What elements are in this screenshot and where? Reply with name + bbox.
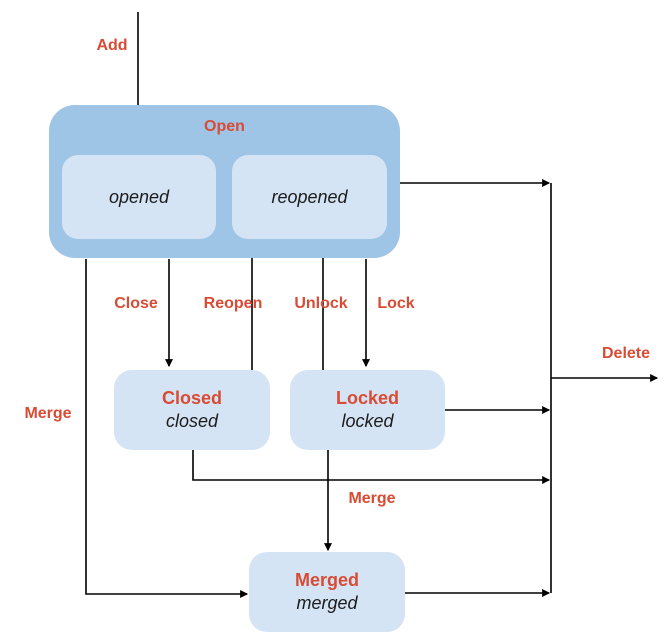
state-merged-subtitle: merged xyxy=(296,593,358,613)
state-locked-subtitle: locked xyxy=(341,411,394,431)
state-closed-title: Closed xyxy=(161,387,222,408)
state-closed: Closed closed xyxy=(114,370,270,450)
state-opened-name: opened xyxy=(108,186,170,207)
transition-label-delete: Delete xyxy=(601,345,651,362)
transition-label-unlock: Unlock xyxy=(294,295,348,312)
edge-closed-to-delete xyxy=(192,450,551,484)
state-opened: opened xyxy=(62,155,216,239)
edge-merge-open-to-merged xyxy=(85,259,249,598)
transition-label-reopen: Reopen xyxy=(203,295,263,312)
state-locked: Locked locked xyxy=(290,370,445,450)
transition-label-merge-left: Merge xyxy=(24,405,72,422)
state-merged: Merged merged xyxy=(249,552,405,632)
transition-label-merge-mid: Merge xyxy=(348,490,396,507)
group-open: Open opened reopened xyxy=(49,105,400,258)
state-reopened: reopened xyxy=(232,155,387,239)
group-open-label: Open xyxy=(204,118,245,135)
transition-label-lock: Lock xyxy=(377,295,415,312)
transition-label-close: Close xyxy=(114,295,158,312)
state-closed-subtitle: closed xyxy=(165,411,219,431)
state-merged-title: Merged xyxy=(294,569,359,590)
transition-label-add: Add xyxy=(96,37,128,54)
state-reopened-name: reopened xyxy=(271,186,348,207)
state-locked-title: Locked xyxy=(335,387,400,408)
